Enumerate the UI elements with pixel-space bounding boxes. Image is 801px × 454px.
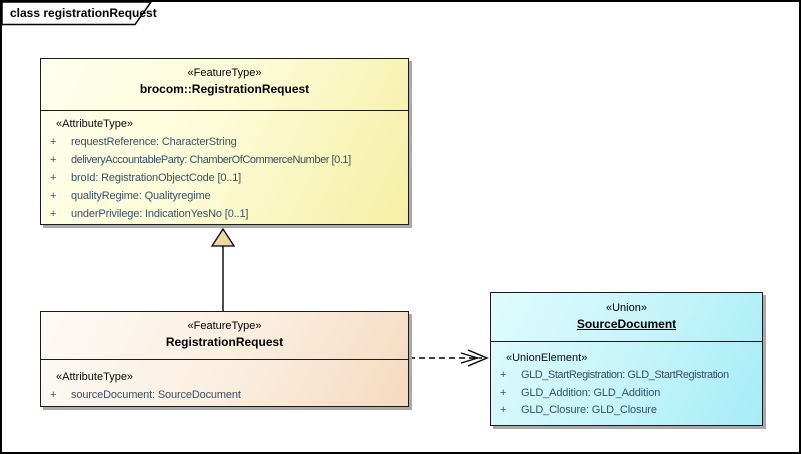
compartment-stereotype: «UnionElement» <box>506 352 588 364</box>
class-registration-request[interactable]: «FeatureType» RegistrationRequest «Attri… <box>40 311 409 407</box>
class-name: SourceDocument <box>576 317 677 331</box>
class-header: «FeatureType» RegistrationRequest <box>41 312 408 360</box>
open-arrowhead-inner-icon <box>460 352 481 364</box>
attribute-compartment: «AttributeType» + sourceDocument: Source… <box>41 360 408 404</box>
visibility-marker: + <box>50 389 57 401</box>
class-header: «Union» SourceDocument <box>491 293 762 342</box>
visibility-marker: + <box>50 208 57 220</box>
attribute-text: GLD_StartRegistration: GLD_StartRegistra… <box>521 369 729 381</box>
class-brocom-registration-request[interactable]: «FeatureType» brocom::RegistrationReques… <box>40 58 409 225</box>
attribute-row[interactable]: + broId: RegistrationObjectCode [0..1] <box>41 169 408 187</box>
visibility-marker: + <box>500 369 507 381</box>
class-stereotype: «FeatureType» <box>187 67 262 79</box>
class-name: brocom::RegistrationRequest <box>139 82 310 96</box>
generalization-triangle-icon <box>210 227 236 247</box>
open-arrowhead-icon <box>467 349 489 367</box>
attribute-row[interactable]: + underPrivilege: IndicationYesNo [0..1] <box>41 205 408 223</box>
attribute-text: sourceDocument: SourceDocument <box>71 389 241 401</box>
attribute-row[interactable]: + GLD_StartRegistration: GLD_StartRegist… <box>491 367 762 385</box>
attribute-compartment: «UnionElement» + GLD_StartRegistration: … <box>491 342 762 420</box>
visibility-marker: + <box>50 154 57 166</box>
class-name: RegistrationRequest <box>165 335 284 349</box>
attribute-text: requestReference: CharacterString <box>71 136 237 148</box>
attribute-compartment: «AttributeType» + requestReference: Char… <box>41 111 408 223</box>
visibility-marker: + <box>500 404 507 416</box>
attribute-row[interactable]: + requestReference: CharacterString <box>41 133 408 151</box>
attribute-text: broId: RegistrationObjectCode [0..1] <box>71 172 242 184</box>
compartment-stereotype: «AttributeType» <box>56 118 134 130</box>
dependency-connector[interactable] <box>409 349 489 367</box>
attribute-row[interactable]: + deliveryAccountableParty: ChamberOfCom… <box>41 151 408 169</box>
visibility-marker: + <box>500 386 507 399</box>
attribute-text: GLD_Addition: GLD_Addition <box>521 386 661 399</box>
compartment-stereotype: «AttributeType» <box>56 371 134 383</box>
attribute-row[interactable]: + qualityRegime: Qualityregime <box>41 187 408 205</box>
class-stereotype: «FeatureType» <box>187 320 262 332</box>
class-source-document[interactable]: «Union» SourceDocument «UnionElement» + … <box>490 292 763 426</box>
attribute-row[interactable]: + GLD_Addition: GLD_Addition <box>491 385 762 403</box>
attribute-text: qualityRegime: Qualityregime <box>71 190 211 202</box>
attribute-row[interactable]: + GLD_Closure: GLD_Closure <box>491 402 762 420</box>
generalization-connector[interactable] <box>210 227 236 311</box>
visibility-marker: + <box>50 136 57 148</box>
attribute-row[interactable]: + sourceDocument: SourceDocument <box>41 386 408 404</box>
attribute-text: deliveryAccountableParty: ChamberOfComme… <box>71 154 351 166</box>
frame-label: class registrationRequest <box>10 6 157 20</box>
visibility-marker: + <box>50 190 57 202</box>
attribute-text: underPrivilege: IndicationYesNo [0..1] <box>71 208 249 220</box>
class-header: «FeatureType» brocom::RegistrationReques… <box>41 59 408 111</box>
visibility-marker: + <box>50 172 57 184</box>
class-stereotype: «Union» <box>606 302 647 314</box>
attribute-text: GLD_Closure: GLD_Closure <box>521 404 657 416</box>
